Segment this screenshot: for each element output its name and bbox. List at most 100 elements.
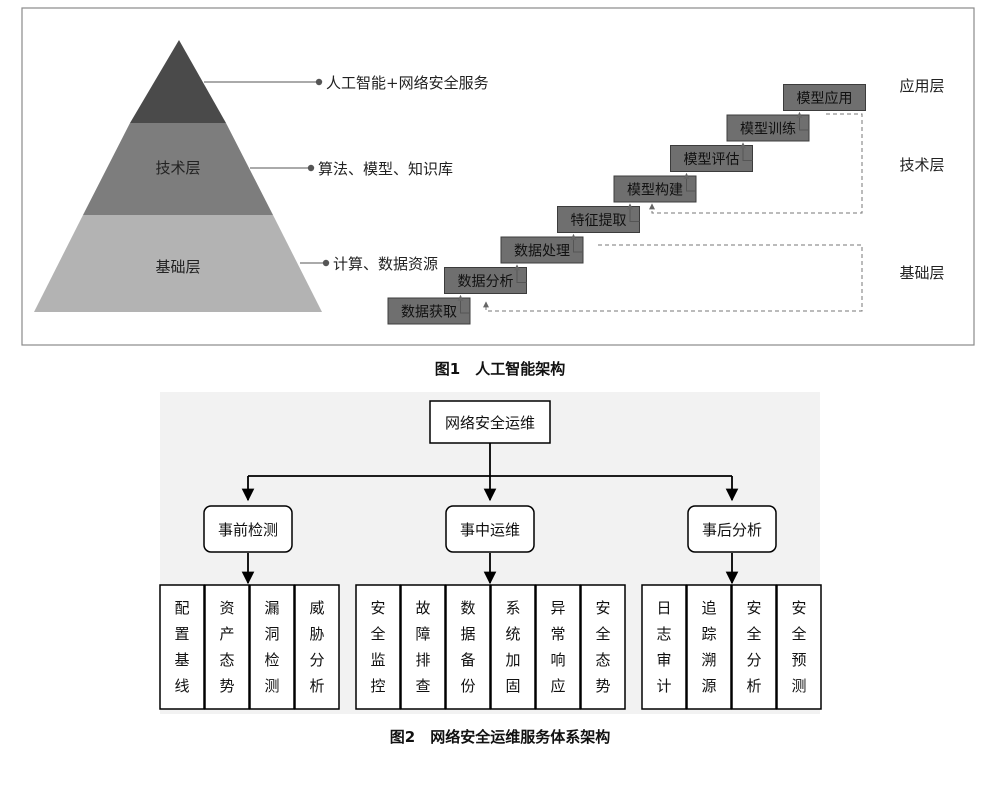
process-step: 特征提取 (557, 206, 640, 233)
leaf-node-box (490, 584, 536, 710)
step-connector-arrow (570, 233, 583, 253)
annotation-top: 人工智能+网络安全服务 (326, 74, 489, 92)
pyramid-middle-label: 技术层 (155, 159, 200, 177)
pyramid-middle-tier (83, 123, 273, 215)
leaf-node-label: 系统加固 (505, 599, 520, 695)
process-step: 模型评估 (670, 145, 753, 172)
leaf-node-label: 异常响应 (550, 599, 565, 695)
leaf-node-box (294, 584, 340, 710)
dashed-connector-foundation (483, 244, 863, 312)
leaf-node-box (535, 584, 581, 710)
annotation-dot (322, 259, 330, 267)
branch-node-label: 事中运维 (460, 521, 520, 539)
pyramid-bottom-tier (34, 215, 322, 312)
leaf-node-label: 安全分析 (746, 599, 761, 695)
annotation-bottom: 计算、数据资源 (333, 255, 438, 273)
leaf-node-box (731, 584, 777, 710)
step-connector-arrow (457, 294, 470, 314)
branch-node-box (687, 505, 777, 553)
process-step: 模型训练 (726, 114, 810, 142)
leaf-node: 威胁分析 (294, 584, 340, 710)
process-step-box (444, 267, 527, 294)
leaf-node-label: 漏洞检测 (264, 599, 279, 695)
process-step-label: 模型评估 (684, 152, 740, 168)
process-step-label: 数据获取 (401, 305, 457, 321)
leaf-node-label: 追踪溯源 (701, 599, 716, 695)
process-step-label: 模型应用 (797, 90, 853, 107)
branch-node-label: 事后分析 (702, 521, 762, 539)
process-step-label: 模型构建 (627, 183, 683, 199)
step-connector-arrow (683, 172, 696, 192)
leaf-node: 数据备份 (445, 584, 491, 710)
branch-node-box (203, 505, 293, 553)
process-step-box (387, 297, 471, 325)
branch-node-box (445, 505, 535, 553)
leaf-node-label: 数据备份 (460, 599, 475, 695)
branch-node-label: 事前检测 (218, 521, 278, 539)
process-step-label: 数据分析 (458, 274, 514, 290)
branch-node: 事前检测 (203, 505, 293, 553)
leaf-node-label: 资产态势 (219, 599, 234, 695)
figure1: 技术层 基础层 人工智能+网络安全服务 算法、模型、知识库 计算、数据资源 数据… (21, 7, 975, 378)
process-step: 数据分析 (444, 267, 527, 294)
leaf-node-label: 安全预测 (791, 599, 806, 695)
layer-label-technology: 技术层 (899, 156, 944, 174)
process-step: 数据获取 (387, 297, 471, 325)
tree-connectors (241, 443, 739, 585)
annotation-dot (307, 164, 315, 172)
leaf-node-box (641, 584, 687, 710)
leaf-node: 故障排查 (400, 584, 446, 710)
process-step-box (670, 145, 753, 172)
leaf-node: 日志审计 (641, 584, 687, 710)
branch-nodes: 事前检测 事中运维 事后分析 (203, 505, 777, 553)
leaf-node-label: 威胁分析 (309, 599, 324, 695)
process-step-label: 数据处理 (514, 244, 570, 260)
leaf-node-box (355, 584, 401, 710)
step-connector-arrow (514, 264, 527, 283)
leaf-node: 异常响应 (535, 584, 581, 710)
leaf-node: 系统加固 (490, 584, 536, 710)
leaf-node: 漏洞检测 (249, 584, 295, 710)
leaf-node: 资产态势 (204, 584, 250, 710)
process-step: 数据处理 (500, 236, 584, 264)
dashed-connector-technology (649, 113, 863, 214)
leaf-node: 安全预测 (776, 584, 822, 710)
figure1-caption: 图1 人工智能架构 (435, 360, 565, 378)
leaf-node-box (445, 584, 491, 710)
root-node-box (429, 400, 551, 444)
annotation-dot (315, 78, 323, 86)
leaf-node-box (400, 584, 446, 710)
process-step-box (500, 236, 584, 264)
leaf-node-label: 安全监控 (370, 599, 385, 695)
leaf-node-label: 安全态势 (595, 599, 610, 695)
process-step-box (726, 114, 810, 142)
pyramid-top-tier (130, 40, 226, 123)
branch-node: 事中运维 (445, 505, 535, 553)
leaf-node-label: 日志审计 (656, 599, 671, 695)
leaf-node: 配置基线 (159, 584, 205, 710)
leaf-node: 安全分析 (731, 584, 777, 710)
step-connector-arrow (627, 203, 640, 222)
step-connector-arrow (740, 142, 753, 161)
root-node-label: 网络安全运维 (445, 414, 535, 432)
process-step: 模型构建 (613, 175, 697, 203)
annotation-middle: 算法、模型、知识库 (318, 160, 453, 178)
leaf-node: 安全监控 (355, 584, 401, 710)
leaf-node: 追踪溯源 (686, 584, 732, 710)
process-step-box (783, 84, 866, 111)
step-connector-arrow (796, 111, 809, 131)
figure2-caption: 图2 网络安全运维服务体系架构 (390, 728, 610, 746)
process-step: 模型应用 (783, 84, 866, 111)
process-step-label: 特征提取 (571, 213, 627, 229)
leaf-node-box (249, 584, 295, 710)
pyramid-annotations: 人工智能+网络安全服务 算法、模型、知识库 计算、数据资源 (204, 74, 489, 273)
process-step-box (613, 175, 697, 203)
layer-labels: 应用层 技术层 基础层 (899, 77, 944, 282)
pyramid-bottom-label: 基础层 (155, 258, 200, 276)
leaf-node-box (580, 584, 626, 710)
process-step-box (557, 206, 640, 233)
